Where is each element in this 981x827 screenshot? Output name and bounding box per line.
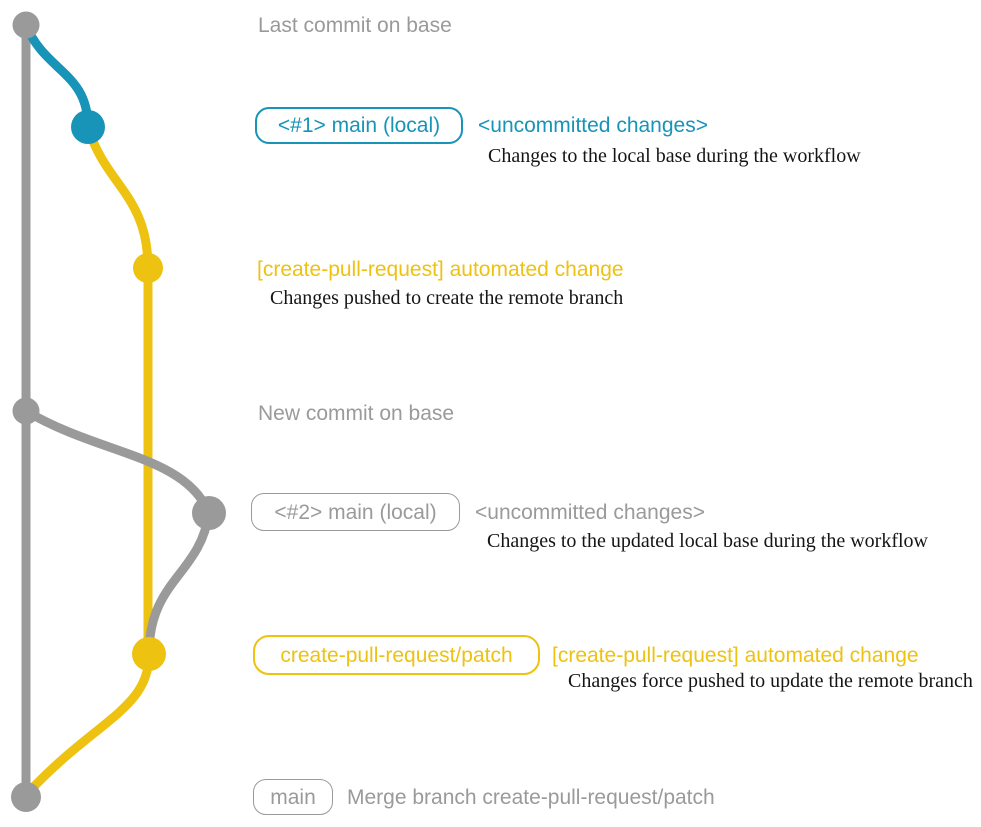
note-changes-force-pushed: Changes force pushed to update the remot… [568, 670, 973, 692]
branch-badge-main-label: main [270, 785, 316, 809]
note-local-base-changes-1: Changes to the local base during the wor… [488, 145, 861, 167]
commit-node-local-main-1 [71, 110, 105, 144]
branch-badge-patch: create-pull-request/patch [253, 635, 540, 675]
branch-curve-local-main-1 [21, 20, 93, 132]
label-new-commit-on-base: New commit on base [258, 402, 455, 425]
branch-curve-patch-create [83, 122, 153, 273]
commit-message-merge-branch: Merge branch create-pull-request/patch [347, 786, 715, 809]
commit-message-automated-change-1: [create-pull-request] automated change [257, 258, 624, 281]
commit-node-new-base [12, 397, 40, 425]
status-uncommitted-changes-2: <uncommitted changes> [475, 501, 705, 524]
note-changes-pushed: Changes pushed to create the remote bran… [270, 287, 624, 309]
commit-node-local-main-2 [192, 496, 226, 530]
branch-curve-local-main-2-return [144, 508, 214, 659]
commit-node-patch-2 [132, 637, 166, 671]
note-updated-local-base-changes: Changes to the updated local base during… [487, 530, 928, 552]
branch-badge-main-local-2: <#2> main (local) [251, 493, 460, 531]
branch-badge-main-local-1-label: <#1> main (local) [277, 114, 441, 137]
branch-badge-main-local-2-label: <#2> main (local) [274, 500, 437, 524]
branch-curve-patch-merge [21, 649, 154, 800]
commit-node-merge [11, 782, 41, 812]
status-uncommitted-changes-1: <uncommitted changes> [478, 114, 708, 137]
label-last-commit-on-base: Last commit on base [258, 14, 452, 37]
commit-message-automated-change-2: [create-pull-request] automated change [552, 644, 919, 667]
branch-badge-patch-label: create-pull-request/patch [280, 643, 513, 667]
commit-node-last-base [12, 11, 40, 39]
commit-node-patch-1 [133, 253, 163, 283]
branch-badge-main: main [253, 779, 333, 815]
branch-curve-local-main-2 [21, 406, 214, 518]
branch-badge-main-local-1: <#1> main (local) [255, 107, 463, 144]
